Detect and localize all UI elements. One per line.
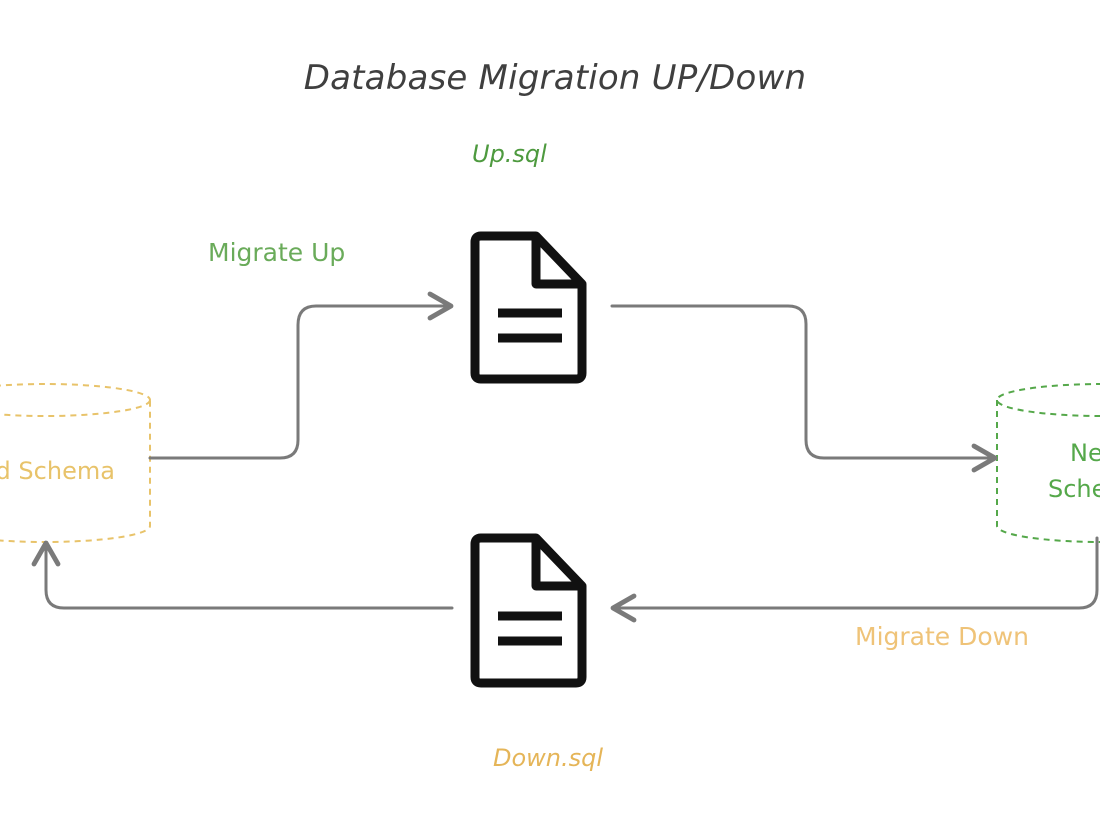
migrate-up-label: Migrate Up — [208, 238, 346, 267]
migrate-down-label: Migrate Down — [855, 622, 1029, 651]
migrate-up-arrow — [148, 291, 454, 460]
up-sql-label: Up.sql — [472, 140, 547, 168]
new-schema-label-line2: Schema — [1048, 475, 1100, 503]
diagram-title: Database Migration UP/Down — [303, 58, 807, 98]
down-to-old-schema-arrow — [31, 540, 454, 610]
new-schema-cylinder: New Schema — [996, 383, 1100, 543]
up-sql-document-icon — [470, 231, 587, 384]
down-sql-label: Down.sql — [493, 744, 604, 772]
down-sql-document-icon — [470, 533, 587, 688]
old-schema-label: Old Schema — [0, 457, 115, 485]
new-schema-label-line1: New — [1070, 439, 1100, 467]
old-schema-cylinder: Old Schema — [0, 383, 151, 543]
migrate-down-arrow — [610, 536, 1099, 623]
up-to-new-schema-arrow — [610, 304, 998, 473]
